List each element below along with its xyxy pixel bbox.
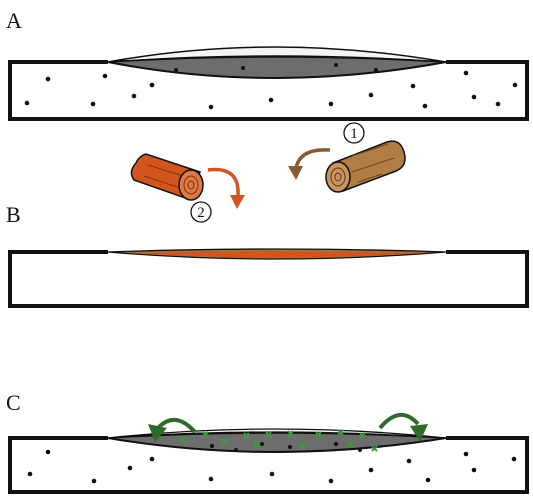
panel-c: C xyxy=(6,390,527,492)
panel-b-letter: B xyxy=(6,202,21,227)
panel-a: A xyxy=(6,8,527,119)
step-marker-1: 1 xyxy=(344,123,364,143)
log-1-icon xyxy=(326,141,405,192)
rotate-arrow-icon xyxy=(208,170,245,209)
log-2-icon xyxy=(131,154,203,200)
panel-b: B xyxy=(6,202,527,306)
panel-b-substrate xyxy=(10,252,527,306)
step-marker-2: 2 xyxy=(191,202,211,222)
panel-a-letter: A xyxy=(6,8,22,33)
svg-text:1: 1 xyxy=(350,126,358,142)
svg-text:2: 2 xyxy=(197,205,205,221)
panel-a-lens xyxy=(108,57,446,78)
panel-c-letter: C xyxy=(6,390,21,415)
rotate-arrow-icon xyxy=(288,150,330,180)
